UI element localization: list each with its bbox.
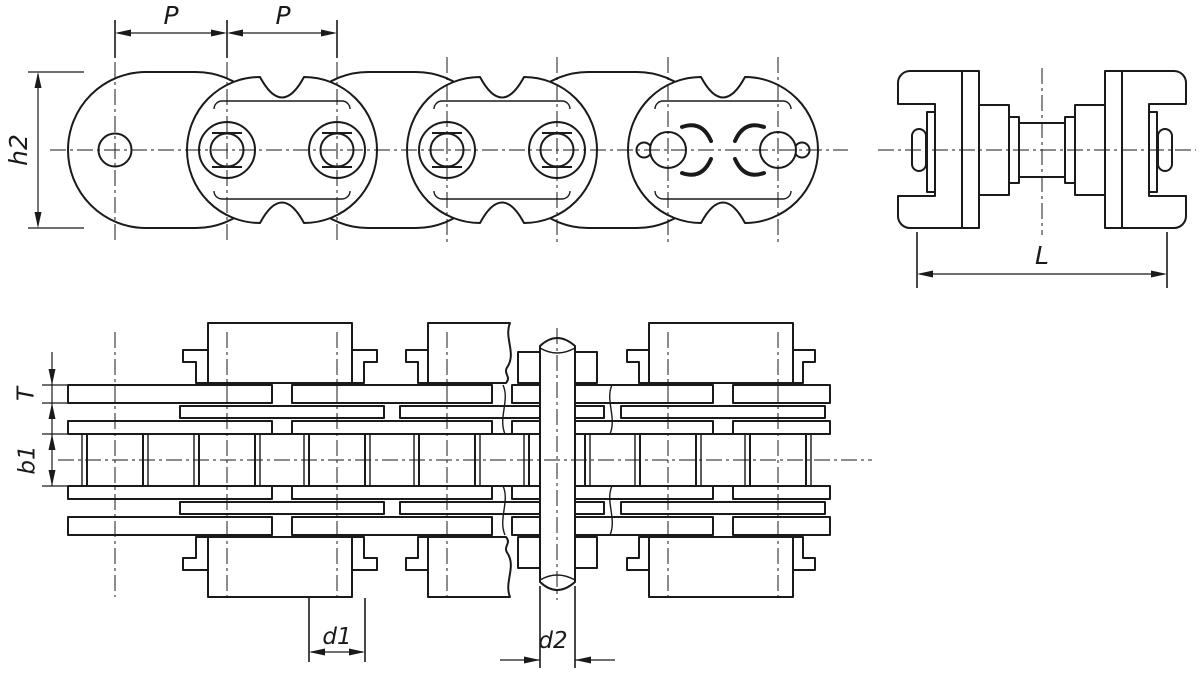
pin-end-right (1148, 111, 1158, 193)
dim-thickness-and-width: T b1 (14, 352, 70, 487)
dim-label-pitch-2: P (275, 1, 291, 30)
plan-section-view: T b1 d1 d2 (14, 322, 872, 668)
clip-plate-right (1121, 70, 1187, 229)
dim-label-plate-thickness: T (14, 385, 40, 401)
far-plate-edges (213, 100, 792, 200)
pin-head-blocks-bottom (182, 536, 816, 598)
clip-arms (680, 123, 766, 177)
dim-link-length: L (916, 232, 1168, 288)
dim-label-inner-width: b1 (15, 445, 41, 474)
dim-pin-diameter: d2 (500, 586, 615, 668)
dim-roller-diameter: d1 (308, 598, 366, 662)
pin-end-left (926, 111, 936, 193)
dim-pitch: P P (114, 1, 338, 58)
dim-label-plate-height: h2 (4, 134, 33, 166)
break-lines (502, 384, 613, 536)
pin-head-blocks-top (182, 322, 816, 384)
dim-label-pin-diameter: d2 (538, 628, 567, 654)
side-view: P P h2 (4, 1, 848, 243)
inner-link-plates (186, 76, 819, 224)
dim-label-pitch-1: P (163, 1, 179, 30)
side-view-centerlines (50, 57, 848, 243)
dim-label-roller-diameter: d1 (322, 624, 351, 650)
dim-label-link-length: L (1035, 241, 1049, 270)
plan-view-centerlines (58, 328, 872, 600)
end-view-centerlines (878, 68, 1196, 235)
clip-plate-left (897, 70, 963, 229)
dim-plate-height: h2 (4, 71, 84, 229)
end-view: L (878, 68, 1196, 288)
